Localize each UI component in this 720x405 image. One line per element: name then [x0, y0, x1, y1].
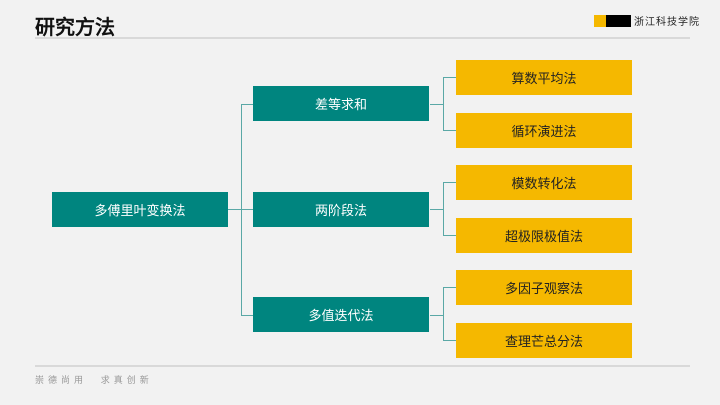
connector [443, 182, 444, 235]
logo-yellow-square [594, 15, 606, 27]
footer-motto: 崇德尚用 求真创新 [35, 376, 153, 386]
branch-node: 两阶段法 [253, 192, 429, 227]
connector [228, 209, 241, 210]
connector [443, 182, 456, 183]
connector [241, 315, 253, 316]
connector [443, 340, 456, 341]
leaf-node: 模数转化法 [456, 165, 632, 200]
connector [430, 209, 443, 210]
leaf-node: 算数平均法 [456, 60, 632, 95]
leaf-node: 查理芒总分法 [456, 323, 632, 358]
connector [241, 209, 253, 210]
connector [241, 104, 253, 105]
leaf-node: 超极限极值法 [456, 218, 632, 253]
connector [443, 77, 444, 130]
connector [430, 104, 443, 105]
logo-text: 浙江科技学院 [634, 17, 700, 28]
connector [443, 235, 456, 236]
root-node: 多傅里叶变换法 [52, 192, 228, 227]
connector [443, 287, 444, 340]
header-divider [35, 37, 690, 39]
connector [430, 315, 443, 316]
connector [443, 130, 456, 131]
leaf-node: 循环演进法 [456, 113, 632, 148]
branch-node: 多值迭代法 [253, 297, 429, 332]
footer-divider [35, 365, 690, 367]
logo-black-bar [606, 15, 631, 27]
branch-node: 差等求和 [253, 86, 429, 121]
connector [443, 77, 456, 78]
page-title: 研究方法 [35, 15, 115, 39]
leaf-node: 多因子观察法 [456, 270, 632, 305]
connector [443, 287, 456, 288]
